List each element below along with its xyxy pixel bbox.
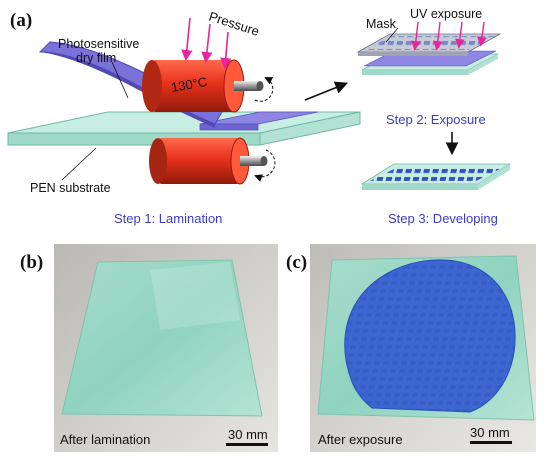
dry-film-pointer: [111, 61, 129, 99]
panel-label-a: (a): [10, 10, 32, 31]
dry-film-label-line1: Photosensitive: [58, 37, 139, 51]
panel-label-b: (b): [20, 252, 43, 273]
lower-roller: [149, 137, 268, 185]
step1-label: Step 1: Lamination: [114, 211, 222, 226]
scale-bar-b: [226, 443, 268, 446]
mask-pointer: [385, 27, 399, 43]
upper-roller: [142, 59, 264, 113]
photo-after-lamination: [54, 244, 278, 452]
step2-label: Step 2: Exposure: [386, 112, 486, 127]
scale-label-c: 30 mm: [470, 425, 510, 440]
mask-label: Mask: [366, 17, 397, 31]
temperature-label: 130°C: [170, 74, 208, 95]
pressure-label: Pressure: [207, 9, 261, 39]
uv-label: UV exposure: [410, 7, 482, 21]
photo-after-exposure: [310, 244, 536, 452]
dry-film-label-line2: dry film: [76, 51, 116, 65]
uv-arrows: [410, 21, 487, 51]
step3-label: Step 3: Developing: [388, 211, 498, 226]
pressure-arrows: [181, 17, 232, 70]
exposure-stack: [356, 33, 502, 75]
substrate-label: PEN substrate: [30, 181, 111, 195]
caption-after-exposure: After exposure: [318, 432, 403, 447]
rotation-arrow-lower: [254, 149, 276, 182]
arrow-step1-to-step2: [304, 81, 348, 101]
scale-label-b: 30 mm: [228, 427, 268, 442]
panel-label-c: (c): [286, 252, 307, 273]
developed-substrate: [360, 163, 512, 190]
scale-bar-c: [470, 441, 512, 444]
caption-after-lamination: After lamination: [60, 432, 150, 447]
substrate-pointer: [61, 147, 97, 181]
